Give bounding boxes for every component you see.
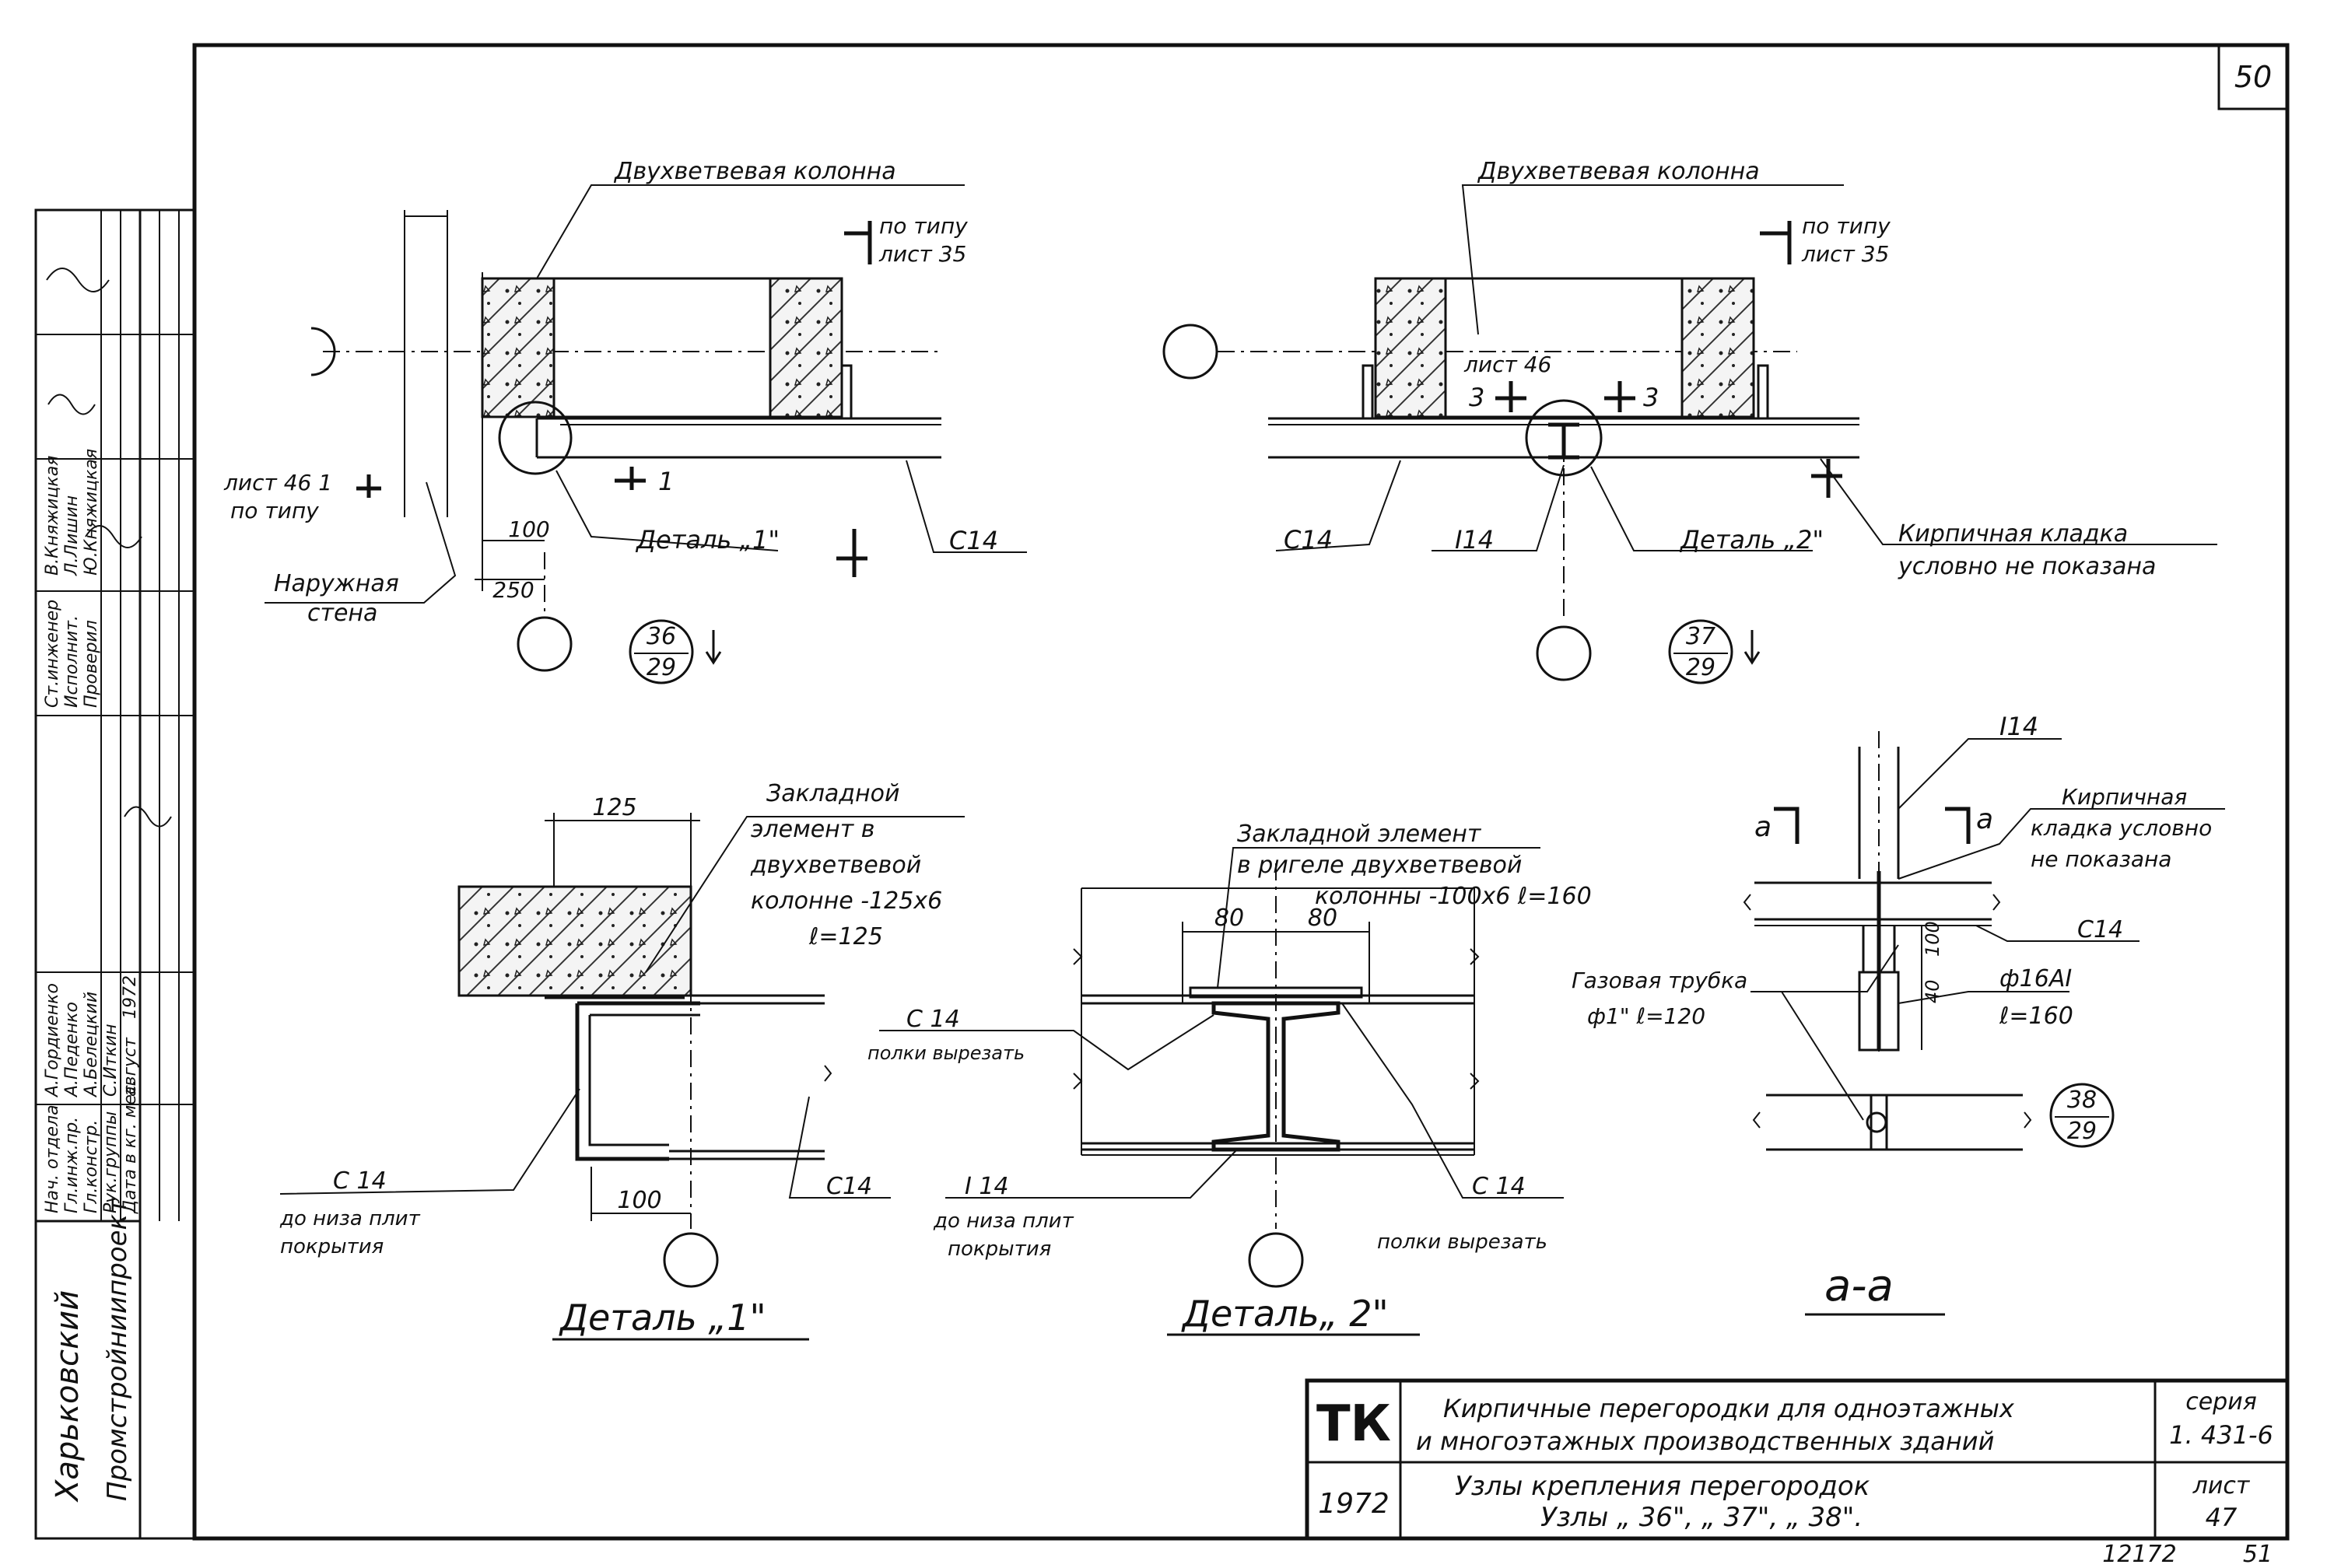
detail2-dim-80b: 80	[1308, 905, 1337, 932]
title-block: ТК 1972 Кирпичные перегородки для одноэт…	[1305, 1378, 2290, 1541]
title-block-logo: ТК	[1316, 1395, 1391, 1453]
series-label: серия	[2185, 1388, 2257, 1416]
stamp-row2-c1: Гл.инж.пр.	[62, 1117, 82, 1213]
node36-marker-num: 36	[647, 623, 676, 650]
node36-dim-250: 250	[492, 577, 534, 603]
stamp-row1-c3: Ст.инженер	[43, 600, 62, 708]
node36-dim-100: 100	[508, 516, 549, 542]
aa-channel: С14	[2077, 916, 2123, 943]
stamp-row3-c4: Ю.Княжицкая	[82, 449, 101, 576]
stamp-row4-c2: С.Иткин	[101, 1024, 121, 1097]
node37-section-3-right: 3	[1643, 383, 1659, 412]
stamp-row1-c2: А.Гордиенко	[43, 983, 62, 1098]
sheet-label: лист	[2192, 1472, 2251, 1500]
sheet-frame: 50 12172 51	[192, 43, 2290, 1568]
stamp-row3-c3: Проверил	[82, 620, 101, 708]
detail2-channel-top: С 14	[906, 1006, 960, 1033]
detail2-channel-top-note: полки вырезать	[867, 1042, 1025, 1064]
aa-dim-100: 100	[1922, 921, 1943, 957]
title-block-year: 1972	[1318, 1488, 1390, 1520]
aa-cut-left: а	[1754, 811, 1772, 843]
series-value: 1. 431-6	[2169, 1420, 2273, 1450]
subtitle-line1: Узлы крепления перегородок	[1455, 1471, 1870, 1502]
node36-sheet46-ref: лист 46 1	[223, 470, 332, 495]
aa-marker-den: 29	[2067, 1118, 2097, 1145]
stamp-row2-c3: Исполнит.	[62, 615, 82, 708]
approval-stamp: Харьковский Промстройниипроект Нач. отде…	[34, 208, 196, 1540]
aa-marker-num: 38	[2067, 1087, 2097, 1114]
node36-section-1: 1	[658, 467, 674, 496]
stamp-row3-c2: А.Белецкий	[82, 992, 101, 1098]
aa-title: а-а	[1824, 1261, 1894, 1311]
detail2-channel-right: С 14	[1472, 1173, 1526, 1200]
node37-sheet46: лист 46	[1463, 352, 1551, 377]
aa-beam: I14	[1999, 712, 2038, 741]
stamp-row1-c1: Нач. отдела	[43, 1104, 62, 1213]
detail1-channel-left: С 14	[333, 1167, 387, 1195]
stamp-row2-c2: А.Педенко	[62, 1002, 82, 1098]
stamp-row5-c2: август	[121, 1037, 140, 1097]
node37-beam: I14	[1455, 525, 1494, 555]
stamp-row5-c1: Дата в кг. мес.	[121, 1080, 140, 1214]
node37-marker-den: 29	[1686, 654, 1715, 681]
aa-dim-40: 40	[1922, 979, 1943, 1003]
node36-marker-den: 29	[647, 654, 676, 681]
detail2-channel-right-note: полки вырезать	[1377, 1230, 1547, 1254]
node36-column-label: Двухветвевая колонна	[613, 158, 896, 185]
detail2-dim-80a: 80	[1214, 905, 1244, 932]
title-line2: и многоэтажных производственных зданий	[1416, 1426, 1994, 1456]
detail2-title: Деталь„ 2"	[1181, 1293, 1389, 1335]
node36-detail-label: Деталь „1"	[635, 525, 780, 555]
detail1-dim-100: 100	[617, 1187, 661, 1214]
bottom-code: 12172	[2102, 1541, 2176, 1568]
node37-section-3-left: 3	[1469, 383, 1484, 412]
stamp-row3-c1: Гл.констр.	[82, 1120, 101, 1213]
stamp-org-line1: Харьковский	[50, 1290, 86, 1503]
stamp-row4-c1: Рук.группы	[101, 1111, 121, 1213]
node36-channel: С14	[949, 526, 998, 555]
sheet-value: 47	[2206, 1503, 2238, 1532]
detail1-title: Деталь „1"	[559, 1297, 766, 1339]
node37-channel: С14	[1284, 525, 1333, 555]
stamp-org-line2: Промстройниипроект	[102, 1198, 133, 1501]
detail1-dim-125: 125	[592, 794, 636, 821]
bottom-number: 51	[2243, 1541, 2273, 1568]
title-line1: Кирпичные перегородки для одноэтажных	[1443, 1394, 2015, 1423]
node37-column-label: Двухветвевая колонна	[1477, 158, 1760, 185]
detail1-channel-right: С14	[826, 1173, 872, 1200]
aa-cut-right: а	[1976, 803, 1993, 835]
detail2-beam: I 14	[965, 1173, 1009, 1200]
stamp-row2-c4: Л.Лишин	[62, 495, 82, 576]
stamp-row5-c3: 1972	[121, 975, 140, 1019]
page-number: 50	[2234, 60, 2272, 94]
stamp-row1-c4: В.Княжицкая	[43, 456, 62, 576]
node37-marker-num: 37	[1686, 623, 1715, 650]
node36-by-type: по типу	[230, 498, 319, 523]
subtitle-line2: Узлы „ 36", „ 37", „ 38".	[1540, 1502, 1863, 1533]
node37-detail-label: Деталь „2"	[1679, 525, 1824, 555]
